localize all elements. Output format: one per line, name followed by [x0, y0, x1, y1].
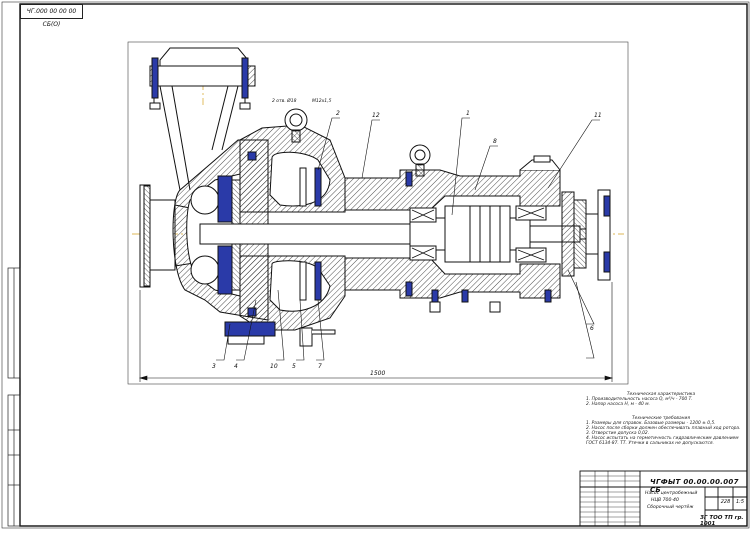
tech-req-line-3: 3. Отверстие допуска 0,02. — [586, 431, 650, 437]
tech-spec-line-1: 1. Производительность насоса Q, м³/ч - 7… — [586, 397, 693, 403]
part-label-10: 10 — [270, 363, 278, 370]
top-stamp: ЧГ.000 00 00 00 СБ(О) — [20, 4, 83, 28]
part-label-4: 4 — [234, 363, 238, 370]
part-label-2: 2 — [336, 110, 340, 117]
part-label-12: 12 — [372, 112, 380, 119]
drawing-name-line-1: Насос центробежный — [645, 491, 698, 496]
inner-frame — [19, 3, 748, 527]
scale-value: 1:5 — [735, 499, 745, 505]
overall-dimension-value: 1500 — [370, 370, 385, 377]
part-label-1: 1 — [466, 110, 470, 117]
part-label-8: 8 — [493, 138, 497, 145]
tech-req-title: Технические требования — [631, 416, 691, 421]
view-frame — [127, 41, 629, 385]
overall-dimension — [138, 282, 614, 382]
part-label-7: 7 — [318, 363, 322, 370]
tech-req-line-5: ГОСТ 6134-87. ТТ. Утечки в сальниках не … — [586, 441, 714, 447]
tech-req-line-2: 2. Насос после сборки должен обеспечиват… — [586, 426, 741, 432]
part-label-6: 6 — [590, 325, 594, 332]
part-label-3: 3 — [212, 363, 216, 370]
drawing-name-line-2: НЦВ 700-40 — [651, 498, 679, 503]
coupling-flange — [561, 189, 611, 281]
drawing-code: ЧГФЫТ 00.00.00.007 СБ — [650, 478, 739, 494]
tech-req-line-1: 1. Размеры для справок. Базовые размеры … — [586, 421, 716, 427]
left-margin-strip — [7, 267, 21, 527]
bearing-housing — [344, 155, 561, 313]
dimension-callout-1: 2 отв. Ø18 — [272, 97, 297, 104]
top-housing — [149, 47, 256, 191]
title-block-grid — [579, 470, 748, 527]
mass-value: 228 — [720, 499, 731, 505]
dimension-callout-2: М12х1,5 — [312, 98, 332, 104]
tech-req-line-4: 4. Насос испытать на герметичность гидра… — [586, 436, 739, 442]
tech-spec-block: Техническая характеристика 1. Производит… — [586, 392, 736, 407]
drawing-name-line-3: Сборочный чертёж — [647, 505, 694, 510]
lifting-eye — [284, 108, 308, 143]
leader-lines — [216, 117, 600, 361]
part-label-11: 11 — [594, 112, 602, 119]
shaft — [199, 205, 611, 263]
tech-req-block: Технические требования 1. Размеры для сп… — [586, 416, 741, 447]
tech-spec-line-2: 2. Напор насоса Н, м - 40 м. — [586, 402, 650, 408]
organization: ЗГ ТОО ТП гр. 1001 — [700, 515, 744, 527]
tech-spec-title: Техническая характеристика — [626, 392, 696, 397]
part-label-5: 5 — [292, 363, 296, 370]
gland-bolts — [247, 151, 322, 317]
